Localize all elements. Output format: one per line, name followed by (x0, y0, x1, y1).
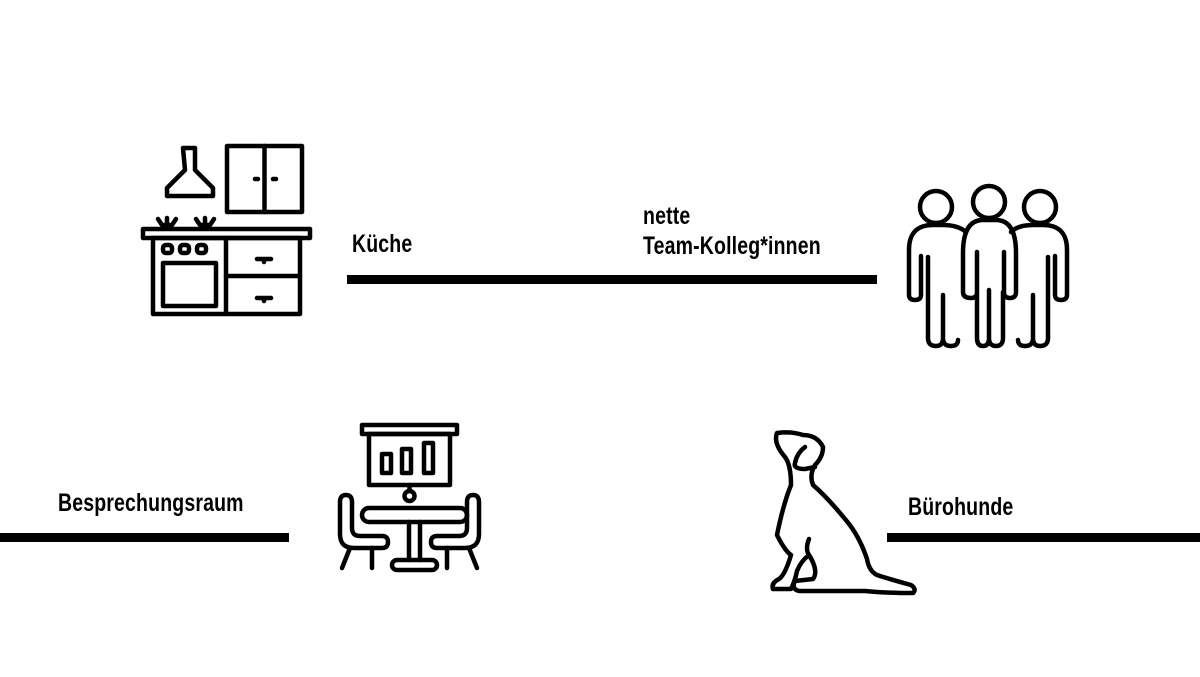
meeting-room-icon (332, 420, 487, 575)
label-colleagues-line1: nette (643, 202, 691, 230)
dog-icon (765, 425, 925, 600)
label-colleagues-line2: Team-Kolleg*innen (643, 232, 821, 260)
divider-meeting-room (0, 533, 289, 542)
team-people-icon (903, 180, 1078, 350)
kitchen-icon (140, 142, 315, 322)
label-office-dogs: Bürohunde (908, 493, 1014, 521)
divider-kitchen-team (347, 275, 877, 284)
divider-office-dogs (887, 533, 1200, 542)
label-meeting-room: Besprechungsraum (58, 489, 244, 517)
label-kitchen: Küche (352, 230, 413, 258)
